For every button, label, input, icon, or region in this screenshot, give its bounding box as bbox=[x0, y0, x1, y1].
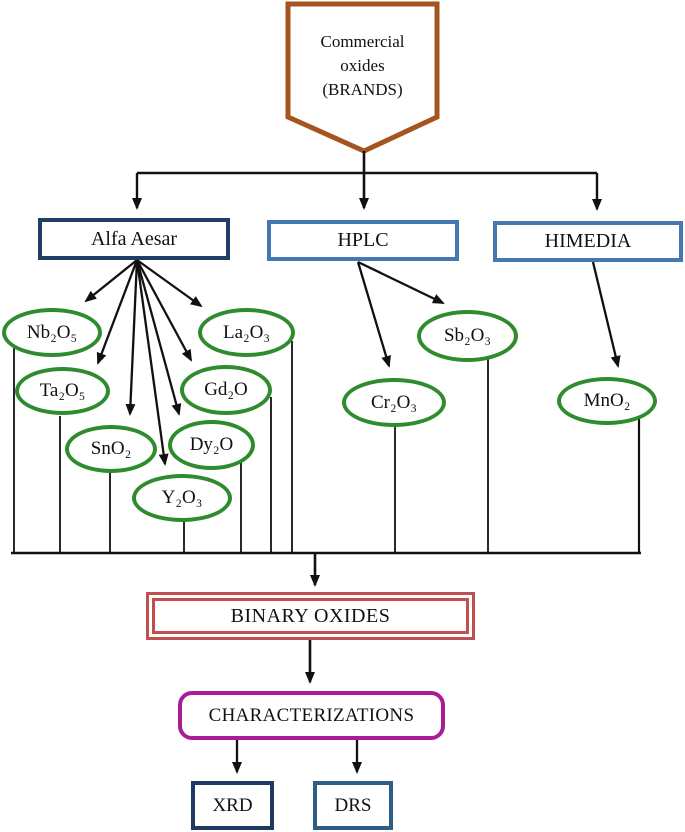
brand-box-hplc: HPLC bbox=[267, 220, 459, 261]
root-banner-label: Commercial oxides (BRANDS) bbox=[320, 32, 405, 99]
oxide-label-sb2o3: Sb₂O₃ bbox=[443, 325, 492, 346]
oxide-ellipse-gd2o: Gd₂O bbox=[180, 365, 272, 415]
method-box-drs: DRS bbox=[313, 781, 393, 830]
brand-box-himedia: HIMEDIA bbox=[493, 221, 683, 262]
oxide-label-y2o3: Y₂O₃ bbox=[161, 487, 203, 508]
method-label-drs: DRS bbox=[334, 794, 372, 816]
oxide-label-mno2: MnO₂ bbox=[583, 390, 631, 411]
connector-himedia-to-mno2 bbox=[591, 261, 621, 368]
oxide-ellipse-sno2: SnO₂ bbox=[65, 425, 157, 473]
binary-oxides-label: BINARY OXIDES bbox=[230, 604, 391, 627]
characterizations-box: CHARACTERIZATIONS bbox=[178, 691, 445, 740]
oxide-ellipse-mno2: MnO₂ bbox=[557, 377, 657, 425]
brand-box-alfa-aesar: Alfa Aesar bbox=[38, 218, 230, 260]
connector-alfa-to-la2o3 bbox=[136, 259, 203, 308]
connector-alfa-to-gd2o bbox=[135, 259, 193, 362]
connector-alfa-to-ta2o5 bbox=[96, 259, 139, 365]
oxide-ellipse-cr2o3: Cr₂O₃ bbox=[342, 378, 446, 427]
method-box-xrd: XRD bbox=[191, 781, 274, 830]
connector-alfa-to-y2o3 bbox=[135, 259, 169, 466]
binary-oxides-inner-border: BINARY OXIDES bbox=[152, 598, 469, 634]
binary-oxides-box: BINARY OXIDES bbox=[146, 592, 475, 640]
oxide-label-nb2o5: Nb₂O₅ bbox=[26, 321, 78, 343]
root-banner-shape bbox=[285, 1, 440, 154]
oxide-ellipse-ta2o5: Ta₂O₅ bbox=[15, 367, 110, 415]
connector-alfa-to-dy2o bbox=[135, 259, 182, 416]
oxide-ellipse-y2o3: Y₂O₃ bbox=[132, 474, 232, 522]
method-label-xrd: XRD bbox=[212, 794, 253, 816]
brand-label-alfa-aesar: Alfa Aesar bbox=[90, 227, 178, 250]
brand-label-himedia: HIMEDIA bbox=[544, 230, 632, 252]
oxide-label-la2o3: La₂O₃ bbox=[222, 321, 270, 343]
oxide-ellipse-dy2o: Dy₂O bbox=[168, 420, 255, 470]
oxide-label-sno2: SnO₂ bbox=[90, 438, 132, 459]
connector-hplc-to-sb2o3 bbox=[357, 260, 445, 305]
brand-label-hplc: HPLC bbox=[337, 229, 389, 251]
connector-alfa-to-nb2o5 bbox=[84, 259, 138, 303]
oxide-ellipse-sb2o3: Sb₂O₃ bbox=[417, 310, 518, 362]
connector-alfa-to-sno2 bbox=[125, 259, 139, 416]
oxide-ellipse-la2o3: La₂O₃ bbox=[198, 308, 295, 357]
oxide-label-ta2o5: Ta₂O₅ bbox=[39, 380, 86, 401]
oxide-label-cr2o3: Cr₂O₃ bbox=[371, 391, 417, 413]
characterizations-label: CHARACTERIZATIONS bbox=[208, 704, 415, 726]
oxide-ellipse-nb2o5: Nb₂O₅ bbox=[2, 308, 102, 357]
connector-hplc-to-cr2o3 bbox=[356, 261, 391, 368]
oxide-label-dy2o: Dy₂O bbox=[189, 434, 234, 455]
oxide-label-gd2o: Gd₂O bbox=[204, 379, 248, 400]
